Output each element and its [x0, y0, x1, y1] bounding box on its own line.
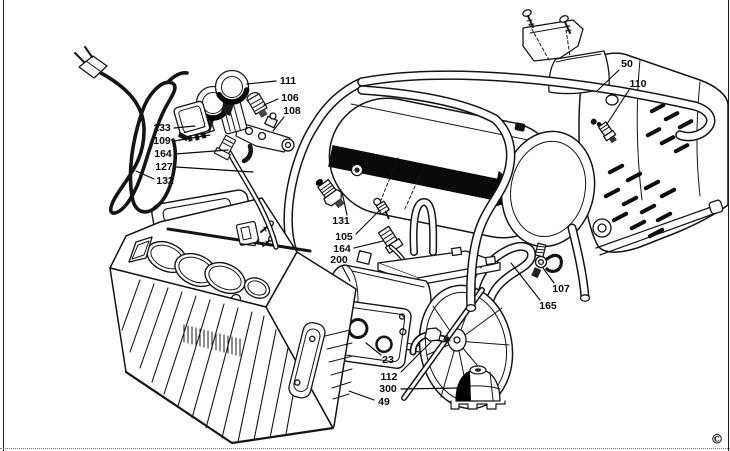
tank-port	[514, 122, 526, 132]
console-bottom-rim	[126, 372, 333, 443]
leader-line-49	[349, 391, 374, 400]
part-label-164: 164	[154, 148, 172, 160]
page-bottom-dotted-rule	[0, 448, 730, 449]
leader-line-133	[174, 126, 195, 128]
part-label-23: 23	[382, 354, 394, 366]
roll-cage-frame	[288, 75, 711, 311]
part-label-109: 109	[153, 135, 171, 147]
part-label-300: 300	[379, 383, 397, 395]
pressure-gauge-111	[216, 71, 249, 116]
callout-leader-lines	[136, 70, 629, 400]
air-tank	[328, 88, 605, 255]
leader-line-165	[511, 263, 540, 300]
console-side-bracket	[287, 321, 327, 400]
console-side-vents	[325, 330, 353, 399]
part-label-49: 49	[378, 396, 390, 408]
part-label-133: 133	[153, 122, 171, 134]
part-label-111: 111	[279, 75, 297, 87]
rubber-foot-300	[451, 366, 505, 409]
leader-line-105	[356, 210, 380, 234]
part-label-106: 106	[281, 92, 299, 104]
gauge-panel-holes	[129, 236, 273, 304]
part-label-110: 110	[629, 78, 647, 90]
elbow-fitting-112	[413, 328, 450, 352]
leader-line-164	[175, 150, 228, 154]
tank-stripe-decal	[328, 145, 529, 208]
frame-rear-leg	[572, 228, 590, 301]
leader-line-107	[543, 268, 554, 283]
hose-fitting-164	[377, 225, 403, 253]
leader-line-108	[273, 117, 284, 131]
leader-line-112	[401, 342, 431, 372]
leader-line-106	[264, 99, 278, 105]
leader-line-300	[401, 388, 459, 389]
part-label-200: 200	[330, 254, 348, 266]
part-label-132: 132	[156, 175, 174, 187]
frame-u-bend	[414, 202, 434, 252]
pressure-switch-133	[170, 100, 212, 142]
plug-fitting-131	[315, 173, 345, 209]
console-grille-ticks	[184, 325, 240, 356]
leader-line-127	[176, 167, 253, 172]
console-louvers	[122, 280, 298, 442]
leader-line-109	[174, 135, 210, 141]
part-label-131: 131	[332, 215, 350, 227]
leader-line-132	[136, 171, 154, 179]
copyright-mark: ©	[710, 432, 724, 448]
tank-knob	[351, 164, 362, 175]
part-label-112: 112	[380, 371, 398, 383]
page-left-rule	[3, 0, 5, 451]
bracket-screw	[522, 8, 534, 27]
part-label-107: 107	[552, 283, 570, 295]
quick-coupler-106	[245, 90, 270, 118]
leader-line-111	[247, 81, 276, 84]
part-label-164: 164	[333, 243, 351, 255]
bracket-screw	[559, 14, 571, 33]
switch-cutout	[129, 237, 152, 262]
part-label-127: 127	[155, 161, 173, 173]
leader-line-200	[342, 266, 350, 281]
power-plug	[75, 47, 107, 78]
leader-line-131	[342, 192, 347, 215]
leader-line-164	[354, 241, 383, 248]
discharge-hose-127	[229, 152, 276, 247]
drain-valve-107	[531, 243, 561, 279]
mount-bracket	[236, 221, 260, 248]
leader-line-50	[597, 70, 619, 91]
leader-line-110	[607, 90, 629, 124]
console-shroud-49	[110, 198, 356, 443]
part-label-105: 105	[335, 231, 353, 243]
assembly-guide-dashes	[381, 158, 424, 211]
leader-line-23	[366, 343, 381, 355]
part-label-50: 50	[621, 58, 633, 70]
shroud-louvers	[603, 103, 694, 239]
part-label-165: 165	[539, 300, 557, 312]
power-cord-132	[75, 47, 187, 213]
part-label-108: 108	[283, 105, 301, 117]
check-valve-110	[590, 118, 617, 144]
page-right-rule	[728, 0, 730, 451]
